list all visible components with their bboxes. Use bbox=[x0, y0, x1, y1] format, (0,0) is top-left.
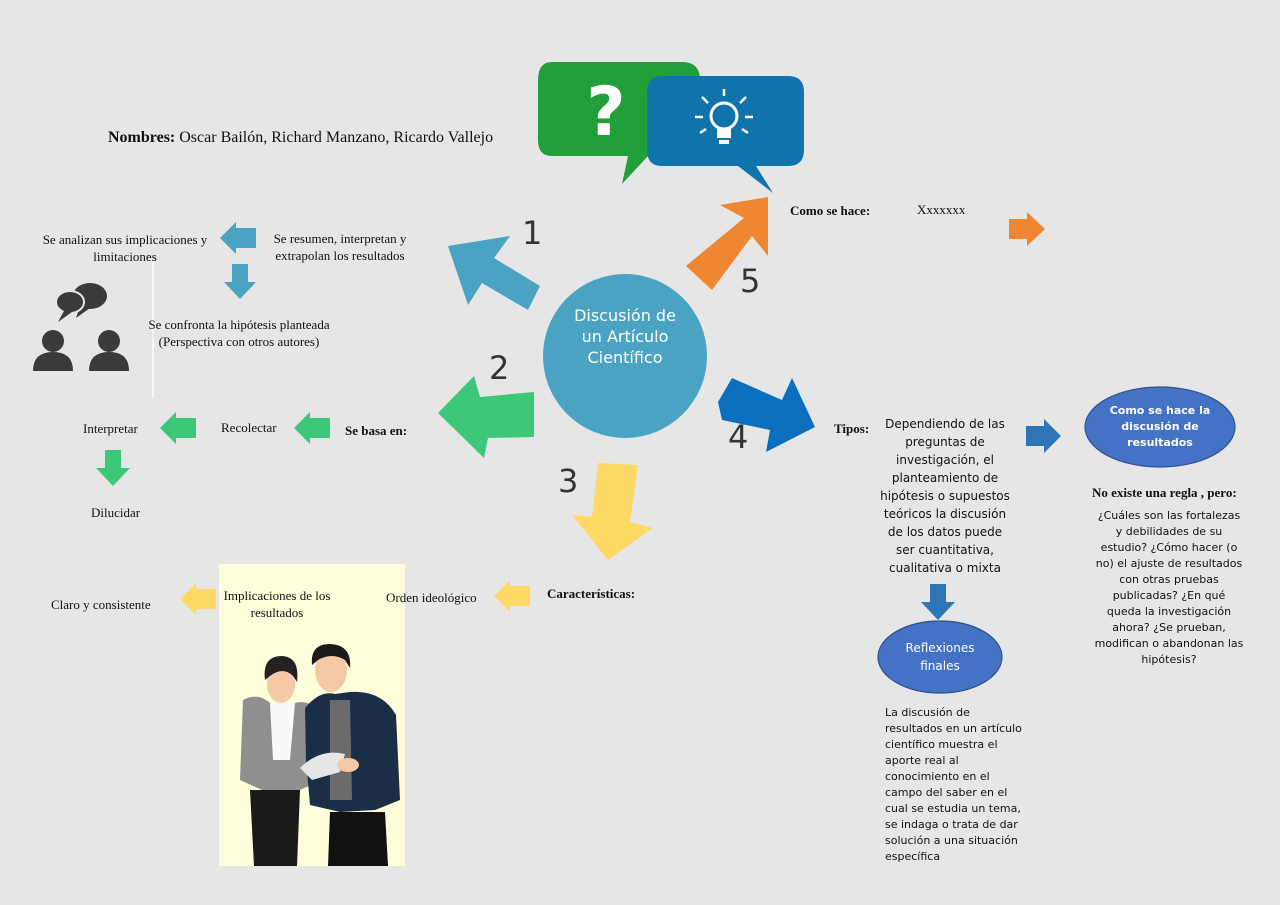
people-chat-icon bbox=[33, 283, 129, 371]
small-arrow-down-1 bbox=[224, 264, 256, 299]
arrow-branch-4 bbox=[718, 378, 815, 452]
branch3-item-claro: Claro y consistente bbox=[51, 597, 151, 612]
ellipse-final-label: Reflexiones finales bbox=[905, 641, 975, 673]
branch1-main-text: Se resumen, interpretan y extrapolan los… bbox=[273, 231, 407, 263]
names-line: Nombres: Oscar Bailón, Richard Manzano, … bbox=[108, 129, 493, 147]
ellipse-final bbox=[877, 620, 1003, 694]
branch5-value: Xxxxxxx bbox=[917, 202, 966, 217]
branch5-label: Como se hace: bbox=[790, 203, 871, 218]
number-1: 1 bbox=[522, 214, 543, 252]
branch2-item-interpretar: Interpretar bbox=[83, 421, 138, 436]
small-arrow-left-3a bbox=[494, 580, 530, 612]
number-3: 3 bbox=[558, 462, 579, 500]
number-2: 2 bbox=[489, 349, 510, 387]
branch4-no-rule: No existe una regla , pero: bbox=[1092, 485, 1237, 500]
branch2-item-recolectar: Recolectar bbox=[221, 420, 277, 435]
small-arrow-right-5 bbox=[1009, 212, 1045, 246]
svg-text:?: ? bbox=[586, 73, 625, 152]
small-arrow-left-3b bbox=[180, 583, 216, 615]
branch4-label: Tipos: bbox=[834, 421, 870, 436]
number-4: 4 bbox=[728, 418, 749, 456]
center-title: Discusión de un Artículo Científico bbox=[574, 306, 676, 367]
branch2-item-dilucidar: Dilucidar bbox=[91, 505, 141, 520]
small-arrow-left-2b bbox=[160, 412, 196, 444]
small-arrow-right-4 bbox=[1026, 419, 1061, 453]
small-arrow-left-1 bbox=[220, 222, 256, 254]
small-arrow-left-2a bbox=[294, 412, 330, 444]
branch4-description: Dependiendo de las preguntas de investig… bbox=[880, 417, 1010, 575]
branch3-item-implicaciones: Implicaciones de los resultados bbox=[223, 588, 331, 620]
arrow-branch-1 bbox=[448, 236, 540, 310]
arrow-branch-5 bbox=[686, 197, 768, 290]
number-5: 5 bbox=[740, 262, 761, 300]
center-circle bbox=[543, 274, 707, 438]
branch1-down-text: Se confronta la hipótesis planteada (Per… bbox=[148, 317, 330, 349]
business-people-illustration bbox=[219, 564, 405, 866]
names-label: Nombres: bbox=[108, 129, 176, 146]
small-arrow-down-4 bbox=[921, 584, 955, 620]
ellipse-how bbox=[1084, 386, 1236, 468]
branch3-item-orden: Orden ideológico bbox=[386, 590, 477, 605]
branch1-left-text: Se analizan sus implicaciones y limitaci… bbox=[42, 232, 208, 264]
lightbulb-bubble-icon bbox=[647, 76, 804, 193]
branch3-label: Características: bbox=[547, 586, 636, 601]
branch4-questions: ¿Cuáles son las fortalezas y debilidades… bbox=[1094, 509, 1244, 666]
small-arrow-down-2 bbox=[96, 450, 130, 486]
arrow-branch-3 bbox=[572, 463, 653, 560]
branch4-final-text: La discusión de resultados en un artícul… bbox=[885, 706, 1022, 863]
names-value: Oscar Bailón, Richard Manzano, Ricardo V… bbox=[175, 129, 494, 146]
ellipse-how-label: Como se hace la discusión de resultados bbox=[1109, 404, 1211, 449]
branch2-label: Se basa en: bbox=[345, 423, 408, 438]
arrow-branch-2 bbox=[438, 376, 534, 458]
